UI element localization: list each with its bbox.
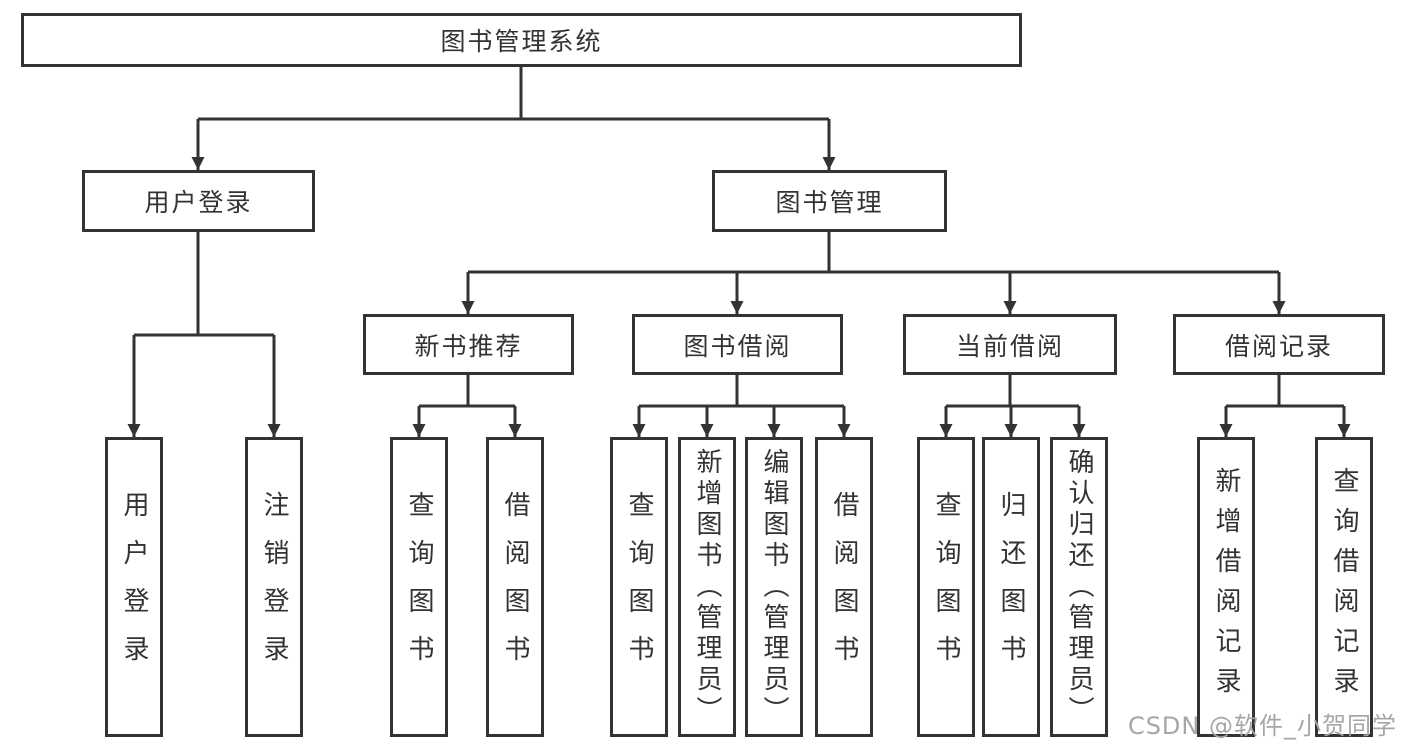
node-rec-query-books: 查询图书 [390, 437, 448, 737]
node-cb-query-books: 查询图书 [917, 437, 975, 737]
node-bb-add-books: 新增图书（管理员） [678, 437, 736, 737]
node-label: 借阅图书 [500, 491, 530, 683]
node-new-book-rec: 新书推荐 [363, 314, 574, 375]
node-user-login-leaf: 用户登录 [105, 437, 163, 737]
node-current-borrow: 当前借阅 [903, 314, 1117, 375]
node-label: 新增借阅记录 [1211, 467, 1241, 707]
watermark-text: CSDN @软件_小贺同学 [1127, 712, 1397, 740]
node-label: 查询图书 [931, 491, 961, 683]
node-label: 借阅记录 [1224, 331, 1333, 361]
node-cb-return-books: 归还图书 [982, 437, 1040, 737]
node-label: 当前借阅 [955, 331, 1064, 361]
node-book-borrow: 图书借阅 [632, 314, 843, 375]
node-label: 新书推荐 [414, 331, 523, 361]
node-label: 新增图书（管理员） [692, 447, 722, 727]
node-label: 注销登录 [259, 491, 289, 683]
node-label: 图书管理系统 [440, 27, 603, 56]
node-label: 确认归还（管理员） [1064, 447, 1094, 727]
node-label: 图书借阅 [683, 331, 792, 361]
node-label: 查询图书 [404, 491, 434, 683]
node-label: 图书管理 [775, 188, 884, 217]
node-book-mgmt: 图书管理 [712, 170, 947, 232]
node-label: 归还图书 [996, 491, 1026, 683]
node-label: 查询借阅记录 [1329, 467, 1359, 707]
node-root: 图书管理系统 [21, 13, 1022, 67]
node-label: 用户登录 [119, 491, 149, 683]
node-br-query-record: 查询借阅记录 [1315, 437, 1373, 737]
node-label: 查询图书 [624, 491, 654, 683]
node-label: 用户登录 [144, 188, 253, 217]
node-cb-confirm-return: 确认归还（管理员） [1050, 437, 1108, 737]
node-bb-query-books: 查询图书 [610, 437, 668, 737]
node-logout-leaf: 注销登录 [245, 437, 303, 737]
node-user-login: 用户登录 [82, 170, 315, 232]
node-bb-edit-books: 编辑图书（管理员） [745, 437, 803, 737]
node-bb-borrow-books: 借阅图书 [815, 437, 873, 737]
node-rec-borrow-books: 借阅图书 [486, 437, 544, 737]
node-label: 编辑图书（管理员） [759, 447, 789, 727]
node-br-add-record: 新增借阅记录 [1197, 437, 1255, 737]
node-label: 借阅图书 [829, 491, 859, 683]
node-borrow-record: 借阅记录 [1173, 314, 1385, 375]
